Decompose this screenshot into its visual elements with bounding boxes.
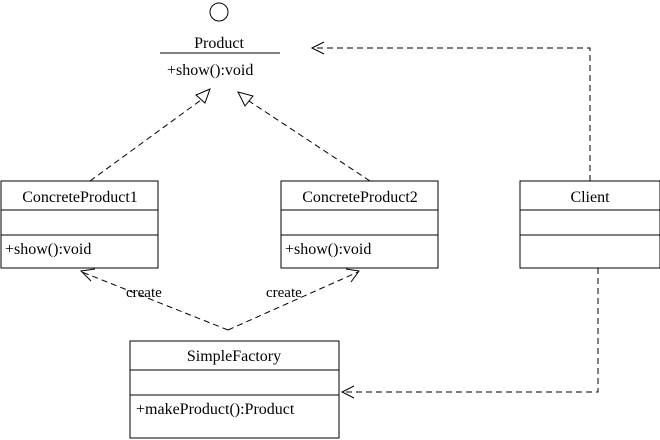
- simple-factory-operation: +makeProduct():Product: [136, 401, 295, 418]
- dependency-client-to-factory: [340, 268, 599, 399]
- create-factory-to-concrete2: create: [227, 268, 360, 331]
- dependency-arrowhead-product-icon: [310, 41, 325, 55]
- concrete-product2-box: [280, 180, 439, 269]
- concrete-product1-box: [0, 180, 159, 269]
- dependency-client-to-product: [310, 41, 591, 181]
- realization-arrowhead-1-icon: [195, 88, 211, 104]
- concrete-product1-name: ConcreteProduct1: [22, 189, 138, 206]
- product-operation: +show():void: [167, 62, 253, 79]
- concrete-product2-class[interactable]: ConcreteProduct2 +show():void: [280, 180, 439, 269]
- concrete-product1-class[interactable]: ConcreteProduct1 +show():void: [0, 180, 159, 269]
- create-line-1: [81, 271, 229, 331]
- product-name: Product: [194, 35, 244, 52]
- client-box: [519, 180, 660, 269]
- product-interface[interactable]: Product +show():void: [160, 2, 280, 79]
- create-label-right: create: [266, 285, 302, 301]
- create-arrowhead-2-icon: [345, 268, 360, 283]
- create-label-left: create: [126, 285, 162, 301]
- dependency-line-client-factory: [342, 268, 599, 393]
- realization-concrete2-to-product: [237, 91, 371, 182]
- concrete-product1-operation: +show():void: [5, 241, 91, 258]
- create-factory-to-concrete1: create: [79, 268, 229, 331]
- realization-arrowhead-2-icon: [237, 91, 254, 107]
- realization-line-2: [248, 100, 371, 182]
- dependency-arrowhead-factory-icon: [340, 385, 355, 399]
- simple-factory-box: [129, 340, 340, 439]
- create-arrowhead-1-icon: [79, 268, 96, 282]
- simple-factory-name: SimpleFactory: [187, 348, 281, 365]
- client-name: Client: [570, 189, 610, 206]
- concrete-product2-name: ConcreteProduct2: [302, 189, 418, 206]
- realization-concrete1-to-product: [89, 88, 211, 182]
- dependency-line-client-product: [312, 47, 591, 181]
- realization-line-1: [89, 99, 202, 182]
- interface-lollipop-icon: [209, 2, 229, 22]
- concrete-product2-operation: +show():void: [285, 241, 371, 258]
- simple-factory-class[interactable]: SimpleFactory +makeProduct():Product: [129, 340, 340, 439]
- client-class[interactable]: Client: [519, 180, 660, 269]
- create-line-2: [227, 271, 359, 331]
